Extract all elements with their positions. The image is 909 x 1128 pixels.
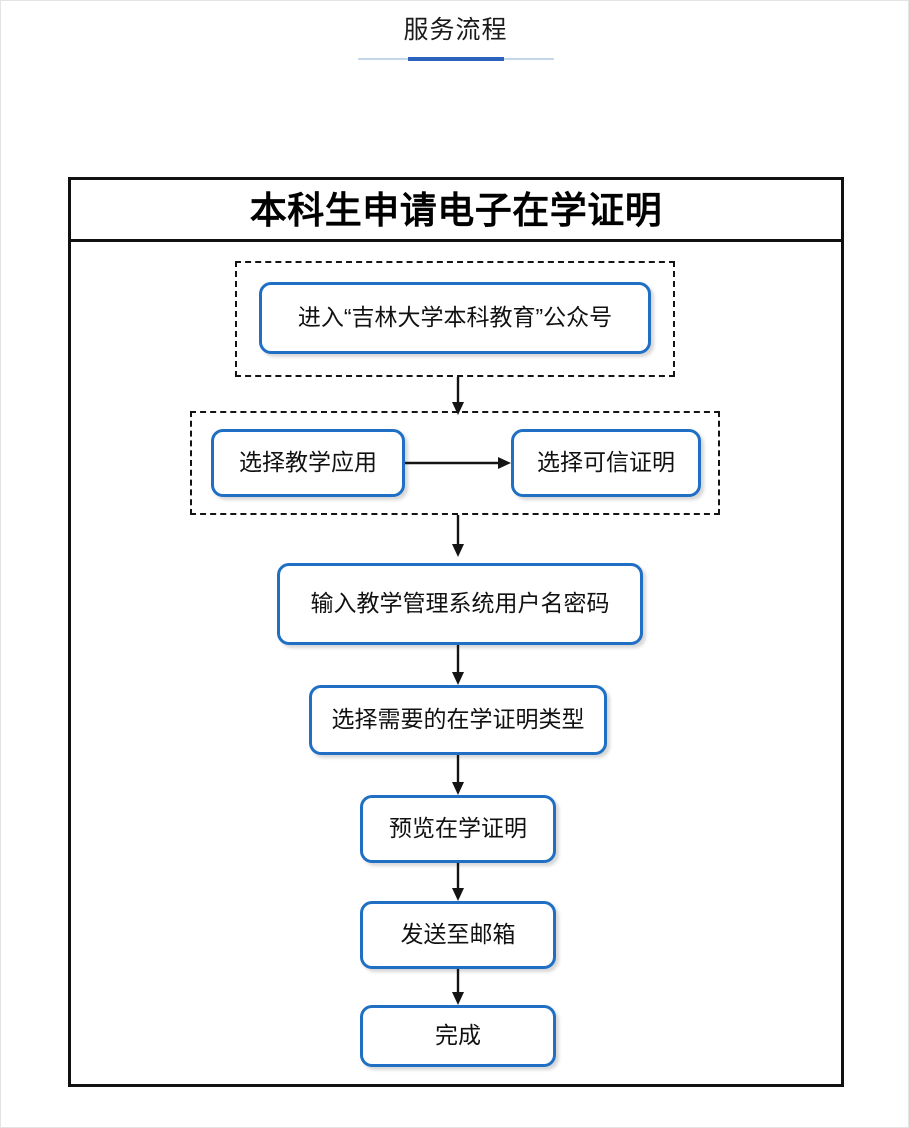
- arrow-down-5: [447, 863, 469, 901]
- arrow-down-2: [447, 515, 469, 557]
- flow-node-label: 选择需要的在学证明类型: [331, 706, 585, 733]
- flow-node-done[interactable]: 完成: [360, 1005, 556, 1067]
- flow-node-label: 发送至邮箱: [400, 921, 516, 948]
- arrow-down-3: [447, 645, 469, 685]
- flow-node-label: 预览在学证明: [389, 815, 527, 842]
- page-title: 服务流程: [403, 16, 508, 44]
- flow-node-label: 选择教学应用: [239, 449, 377, 476]
- flow-node-enter-credentials[interactable]: 输入教学管理系统用户名密码: [277, 563, 643, 645]
- dashed-group-2: [190, 411, 720, 515]
- flow-node-enter-wechat-account[interactable]: 进入“吉林大学本科教育”公众号: [259, 282, 651, 354]
- flow-node-select-teaching-app[interactable]: 选择教学应用: [211, 429, 405, 497]
- flow-node-label: 选择可信证明: [537, 449, 675, 476]
- flow-node-send-to-email[interactable]: 发送至邮箱: [360, 901, 556, 969]
- flowchart-canvas: 进入“吉林大学本科教育”公众号 选择教学应用 选择可信证明: [71, 242, 841, 1084]
- flow-node-label: 完成: [435, 1022, 481, 1049]
- arrow-right-1: [405, 452, 511, 474]
- flowchart-card: 本科生申请电子在学证明 进入“吉林大学本科教育”公众号 选择教学应用: [68, 177, 844, 1087]
- arrow-down-6: [447, 969, 469, 1005]
- page-header: 服务流程: [1, 1, 909, 79]
- flow-node-select-certificate-type[interactable]: 选择需要的在学证明类型: [309, 685, 607, 755]
- flow-node-preview-certificate[interactable]: 预览在学证明: [360, 795, 556, 863]
- dashed-group-1: [235, 261, 675, 377]
- flowchart-title: 本科生申请电子在学证明: [71, 180, 841, 242]
- arrow-down-4: [447, 755, 469, 795]
- flow-node-label: 进入“吉林大学本科教育”公众号: [297, 304, 613, 331]
- flow-node-select-trusted-certificate[interactable]: 选择可信证明: [511, 429, 701, 497]
- arrow-down-1: [447, 377, 469, 415]
- flow-node-label: 输入教学管理系统用户名密码: [310, 590, 610, 617]
- header-rule-accent: [408, 57, 504, 61]
